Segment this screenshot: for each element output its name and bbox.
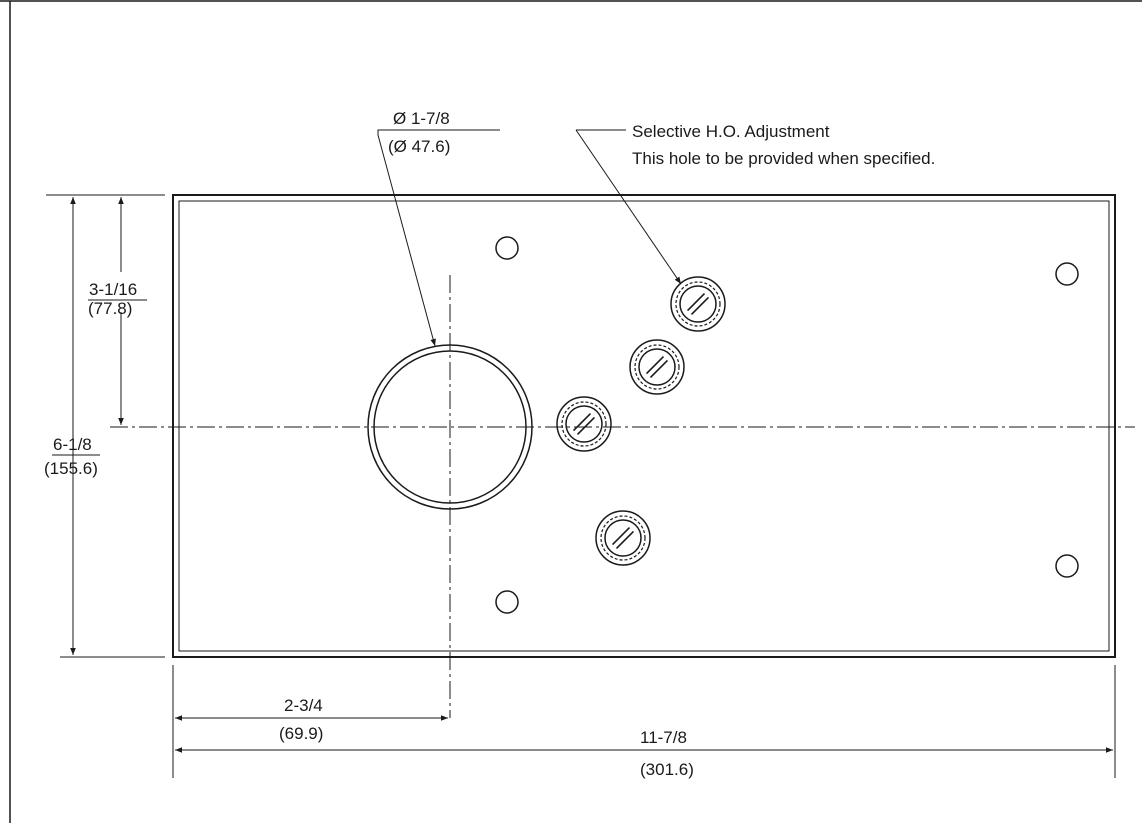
adjustment-screw [556, 396, 612, 452]
width-label: 11-7/8 [640, 728, 687, 747]
half-height-label: 3-1/16 [89, 280, 137, 299]
callout-leader-arrow [575, 129, 682, 285]
adjustment-screw [629, 339, 685, 395]
extension-lines [46, 194, 1116, 778]
bore-offset-label: 2-3/4 [284, 696, 323, 715]
mounting-hole [495, 236, 519, 260]
main-bore [367, 344, 533, 510]
bore-leader-arrow [377, 134, 436, 347]
dimension-lines [70, 197, 1113, 753]
adjustment-screws [556, 276, 726, 566]
adjustment-screw [595, 510, 651, 566]
height-label: 6-1/8 [53, 435, 92, 454]
callout-line-2: This hole to be provided when specified. [632, 149, 935, 168]
bore-diameter-metric-label: (Ø 47.6) [388, 137, 450, 156]
mounting-holes [495, 236, 1079, 614]
bore-offset-metric-label: (69.9) [279, 724, 323, 743]
mounting-hole [1055, 554, 1079, 578]
half-height-metric-label: (77.8) [88, 299, 132, 318]
mounting-hole [495, 590, 519, 614]
dimension-text: Ø 1-7/8 (Ø 47.6) Selective H.O. Adjustme… [44, 109, 935, 779]
plate-outline [172, 194, 1116, 658]
width-metric-label: (301.6) [640, 760, 694, 779]
bore-diameter-label: Ø 1-7/8 [393, 109, 450, 128]
mounting-hole [1055, 262, 1079, 286]
adjustment-screw [670, 276, 726, 332]
height-metric-label: (155.6) [44, 459, 98, 478]
centerlines [110, 275, 1135, 718]
callout-line-1: Selective H.O. Adjustment [632, 122, 830, 141]
bore-leader [377, 129, 500, 135]
